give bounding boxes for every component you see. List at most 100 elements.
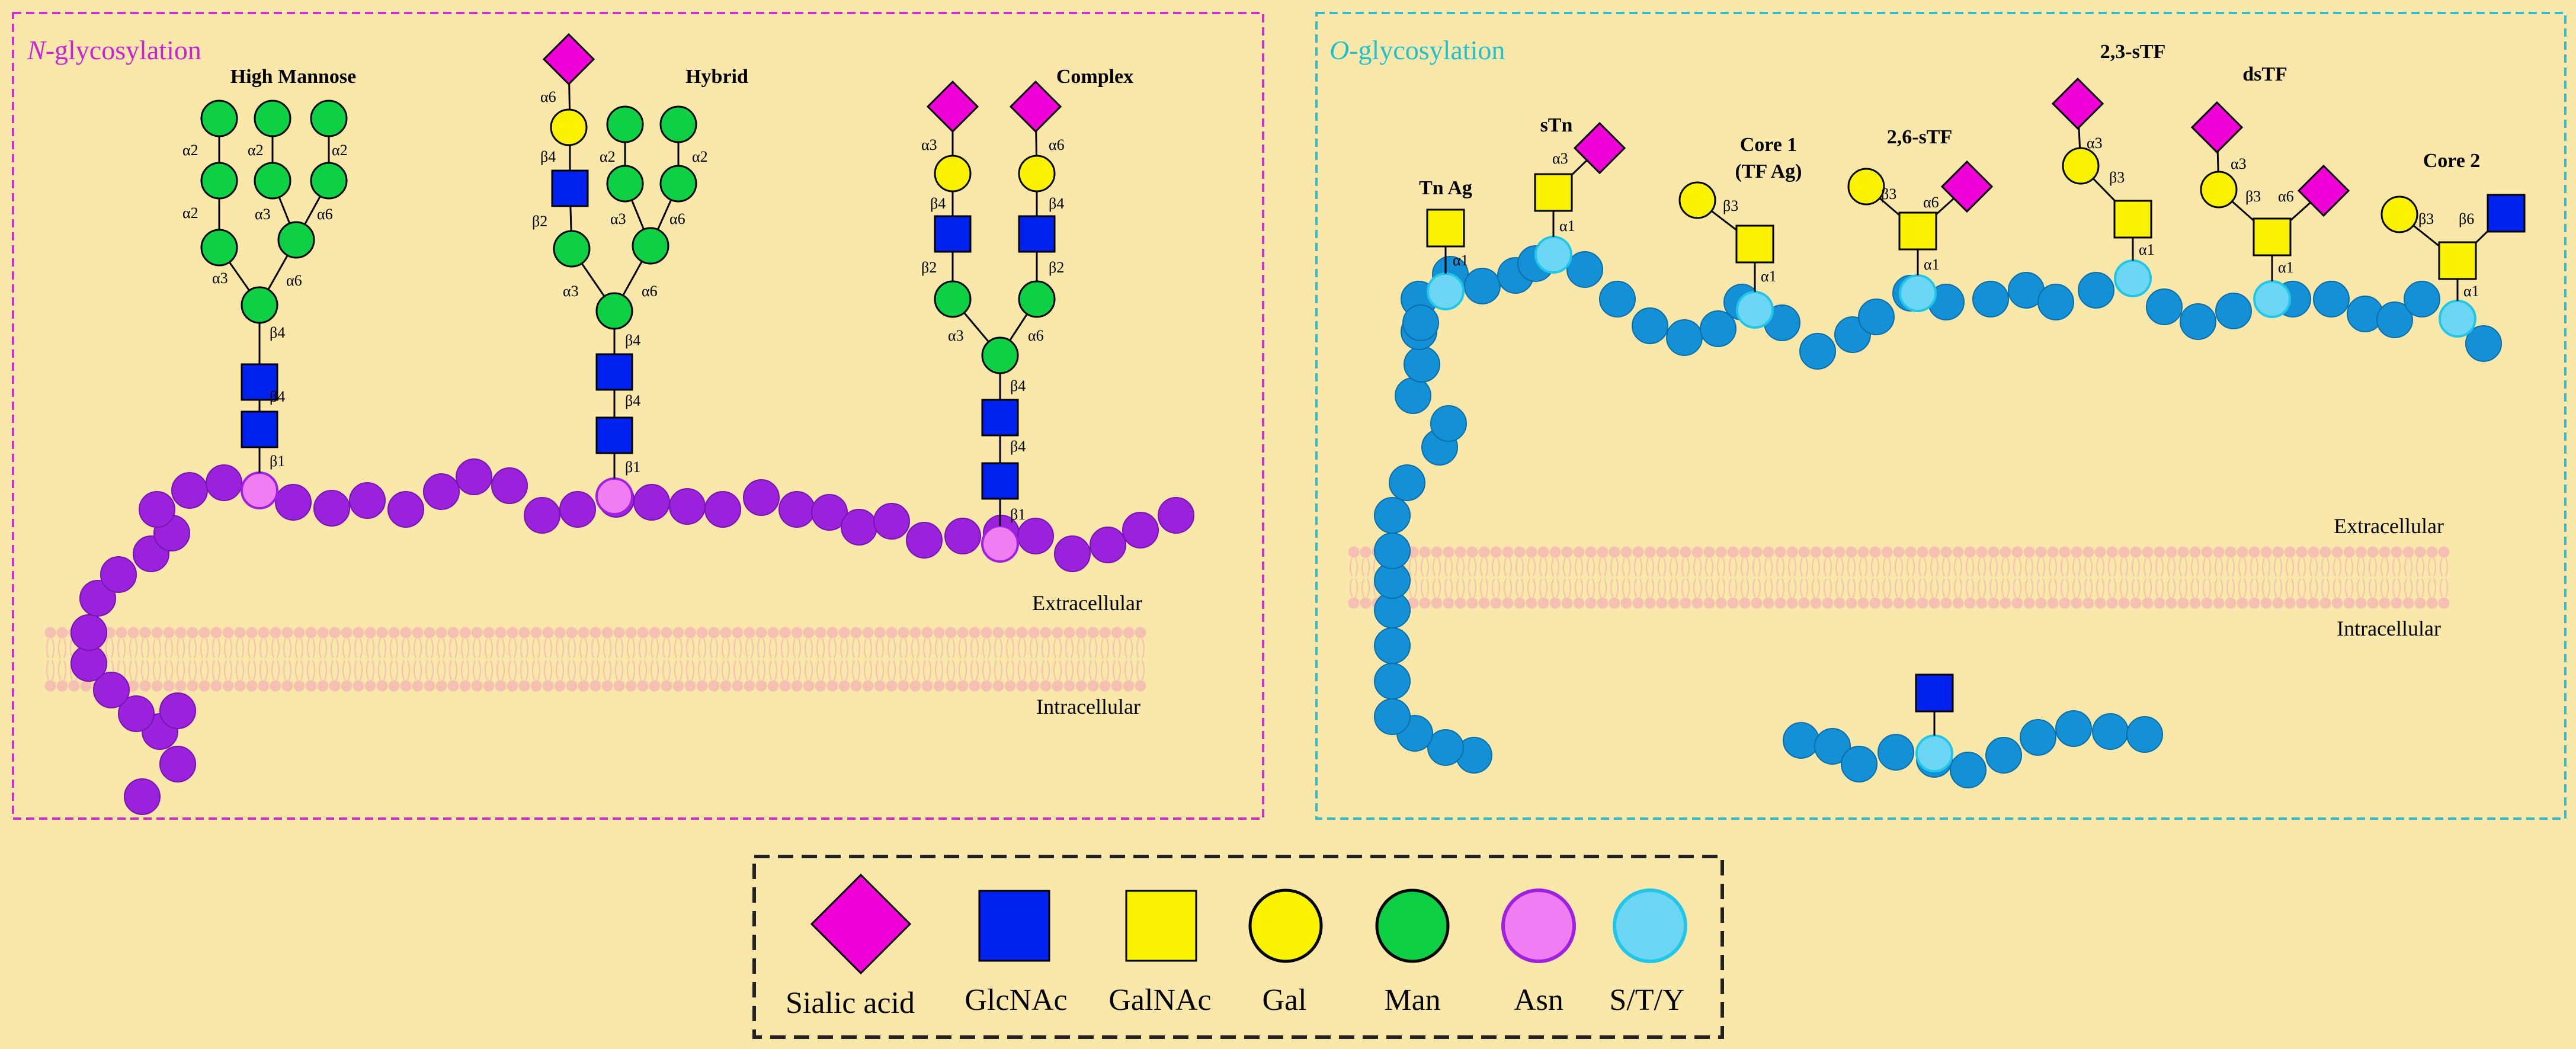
o-membrane-head-bottom — [2367, 597, 2379, 609]
n-membrane-tail — [277, 660, 280, 681]
n-membrane-tail — [686, 638, 689, 659]
o-membrane-tail — [2410, 578, 2412, 598]
o-membrane-head-top — [1644, 546, 1656, 558]
o-membrane-head-top — [2367, 546, 2379, 558]
n-membrane-tail — [556, 660, 559, 681]
man — [553, 230, 591, 268]
n-membrane-head-bottom — [957, 680, 969, 692]
o-membrane-tail — [1907, 557, 1909, 577]
n-membrane-tail — [1065, 638, 1068, 659]
o-membrane-tail — [1350, 557, 1353, 577]
n-membrane-tail — [105, 638, 108, 659]
core2-label: Core 2 — [2423, 150, 2481, 172]
o-membrane-tail — [1545, 578, 1547, 598]
link-label: α1 — [2139, 241, 2155, 258]
n-membrane-head-top — [435, 627, 447, 639]
o-membrane-tail — [2078, 578, 2081, 598]
link-label: α2 — [332, 142, 348, 159]
o-membrane-tail — [2262, 557, 2265, 577]
o-membrane-tail — [2155, 578, 2158, 598]
o-membrane-tail — [1355, 557, 1358, 577]
n-membrane-head-top — [684, 627, 696, 639]
o-membrane-head-bottom — [2237, 597, 2248, 609]
sialic-acid — [926, 80, 979, 133]
n-membrane-tail — [295, 638, 298, 659]
o-membrane-tail — [1604, 557, 1607, 577]
n-membrane-tail — [597, 638, 600, 659]
o-membrane-head-top — [1526, 546, 1537, 558]
o-membrane-head-top — [1905, 546, 1917, 558]
o-membrane-head-top — [2035, 546, 2047, 558]
n-membrane-tail — [620, 660, 623, 681]
o-membrane-head-bottom — [1419, 597, 1431, 609]
n-membrane-tail — [556, 638, 559, 659]
o-membrane-tail — [1426, 578, 1429, 598]
o-membrane-tail — [1971, 578, 1974, 598]
link-label: α3 — [255, 206, 271, 223]
n-membrane-tail — [490, 660, 493, 681]
n-membrane-tail — [964, 660, 967, 681]
o-membrane-tail — [1468, 557, 1471, 577]
n-membrane-tail — [959, 660, 962, 681]
o-membrane-tail — [1800, 578, 1803, 598]
o-membrane-tail — [2101, 557, 2104, 577]
n-membrane-head-bottom — [56, 680, 68, 692]
o-membrane-head-bottom — [1751, 597, 1763, 609]
link-label: α2 — [182, 142, 198, 159]
o-membrane-tail — [2369, 557, 2372, 577]
o-membrane-tail — [2078, 557, 2081, 577]
o-membrane-head-bottom — [2308, 597, 2319, 609]
o-membrane-tail — [2013, 578, 2016, 598]
o-membrane-tail — [1450, 578, 1453, 598]
man — [934, 280, 972, 318]
o-membrane-tail — [1995, 578, 1998, 598]
o-membrane-tail — [2155, 557, 2158, 577]
o-membrane-head-top — [1834, 546, 1846, 558]
o-membrane-tail — [1918, 578, 1921, 598]
o-membrane-head-bottom — [2189, 597, 2201, 609]
o-membrane-head-top — [1691, 546, 1703, 558]
o-title-italic: O — [1329, 35, 1349, 65]
hybrid-label: Hybrid — [685, 66, 748, 88]
n-membrane-head-bottom — [945, 680, 957, 692]
n-membrane-tail — [715, 660, 718, 681]
o-membrane-tail — [1414, 557, 1417, 577]
o-membrane-tail — [2374, 557, 2377, 577]
glcnac — [981, 399, 1019, 437]
o-membrane-tail — [1533, 557, 1536, 577]
o-membrane-head-top — [1537, 546, 1549, 558]
o-membrane-tail — [1587, 578, 1590, 598]
o-peptide-residue — [2404, 281, 2440, 317]
o-membrane-tail — [2362, 557, 2365, 577]
o-membrane-head-bottom — [1656, 597, 1668, 609]
o-membrane-tail — [1824, 578, 1827, 598]
n-peptide-residue — [1017, 518, 1054, 554]
link-label: α1 — [1453, 252, 1469, 269]
n-membrane-tail — [170, 638, 173, 659]
o-peptide-residue — [2020, 719, 2056, 756]
o-membrane-tail — [2101, 578, 2104, 598]
link-label: α6 — [540, 88, 556, 105]
o-membrane-tail — [2309, 578, 2312, 598]
legend: Sialic acid GlcNAc GalNAc Gal Man Asn S/… — [752, 855, 1724, 1039]
n-membrane-tail — [241, 660, 244, 681]
n-membrane-head-bottom — [992, 680, 1004, 692]
o-membrane-tail — [2398, 578, 2401, 598]
o-membrane-tail — [1675, 557, 1678, 577]
n-membrane-tail — [710, 638, 713, 659]
n-membrane-tail — [295, 660, 298, 681]
n-peptide-residue — [159, 692, 196, 729]
n-membrane-tail — [762, 638, 765, 659]
n-membrane-tail — [307, 660, 310, 681]
o-membrane-head-bottom — [1668, 597, 1680, 609]
o-peptide-residue — [1464, 268, 1501, 304]
o-membrane-tail — [1622, 557, 1625, 577]
o-membrane-head-bottom — [1739, 597, 1751, 609]
n-membrane-tail — [656, 638, 659, 659]
n-membrane-tail — [212, 638, 215, 659]
o-membrane-tail — [2179, 557, 2182, 577]
n-membrane-head-top — [56, 627, 68, 639]
n-membrane-tail — [579, 660, 582, 681]
o-membrane-tail — [1888, 578, 1891, 598]
n-membrane-tail — [1142, 638, 1145, 659]
